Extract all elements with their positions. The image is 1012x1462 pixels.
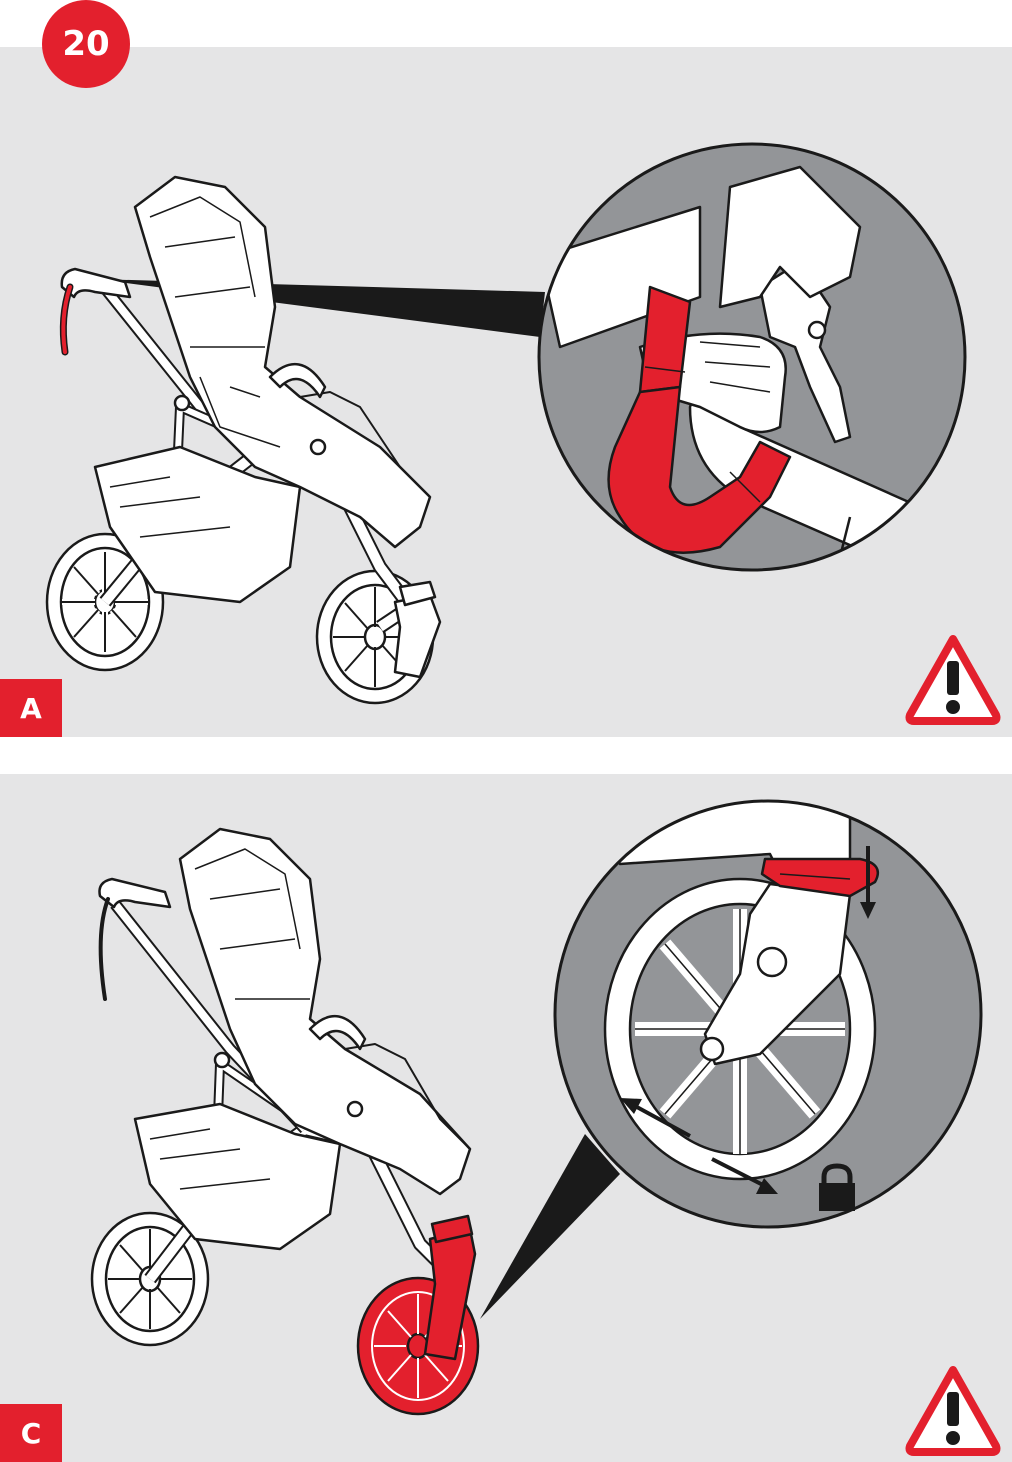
panel-c-illustration <box>90 799 1001 1456</box>
wrist-strap <box>98 897 110 1001</box>
panel-label-a: A <box>0 679 62 737</box>
panel-a-illustration <box>45 142 1001 725</box>
warning-icon <box>905 1366 1001 1456</box>
panel-label-c: C <box>0 1404 62 1462</box>
stroller-illustration <box>45 175 442 705</box>
wrist-strap-magnifier <box>537 142 967 572</box>
front-wheel-lock-magnifier <box>553 799 983 1229</box>
warning-icon <box>905 635 1001 725</box>
padlock-icon <box>819 1163 855 1211</box>
step-number-badge: 20 <box>42 0 130 88</box>
magnifier-pointer <box>480 1134 620 1319</box>
front-wheel-highlighted <box>356 1214 480 1416</box>
push-arrows <box>620 1098 778 1194</box>
wrist-strap <box>61 285 72 354</box>
panel-a: A <box>0 47 1012 737</box>
stroller-illustration <box>90 827 472 1347</box>
press-down-arrowhead <box>860 902 876 919</box>
panel-c: C <box>0 774 1012 1462</box>
